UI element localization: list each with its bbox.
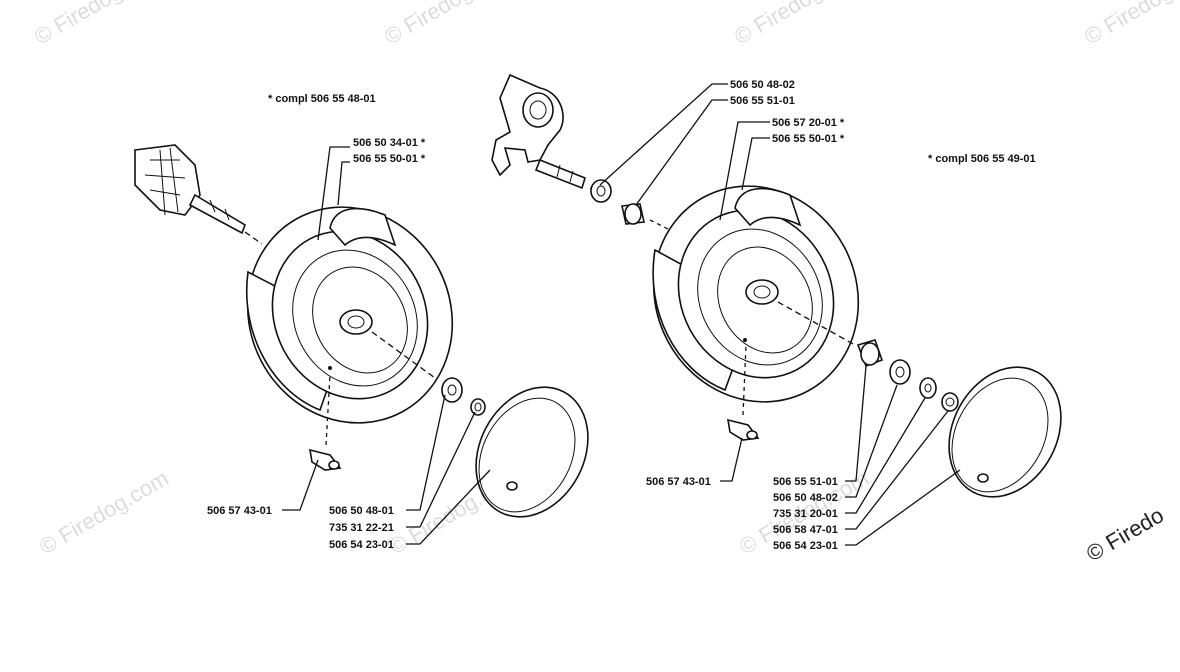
part-number-label: 506 57 43-01 [207,505,272,517]
part-number-label: 506 55 50-01 * [772,133,845,145]
right-assembly: 506 50 48-02 506 55 51-01 506 57 20-01 *… [491,73,1062,552]
watermark: © Firedog.com [1080,0,1180,49]
part-number-label: 735 31 20-01 [773,508,838,520]
part-number-label: 506 58 47-01 [773,524,838,536]
right-hub-cap [948,366,1062,498]
right-clip-part [727,344,760,441]
left-hub-cap [475,386,589,518]
left-axle-housing [134,144,263,245]
part-number-label: 506 55 51-01 [773,476,838,488]
part-number-label: 506 57 43-01 [646,476,711,488]
part-number-label: 506 54 23-01 [329,539,394,551]
watermark-corner: © Firedo [1082,502,1168,566]
watermark: © Firedog.com [380,0,518,49]
left-assembly: * compl 506 55 48-01 506 50 34-01 * 506 … [134,93,589,551]
right-hub-parts [856,339,959,412]
part-number-label: 506 50 48-01 [329,505,394,517]
watermark: © Firedog.com [730,0,868,49]
part-number-label: 506 50 34-01 * [353,137,426,149]
left-wheel-tire [246,206,454,424]
right-leader-lines [599,83,961,546]
left-clip-part [309,374,342,471]
part-number-label: 506 50 48-02 [773,492,838,504]
part-number-label: 506 55 51-01 [730,95,795,107]
compl-note-right: * compl 506 55 49-01 [928,153,1036,165]
right-wheel-tire [652,185,860,403]
left-leader-lines [282,146,491,545]
compl-note-left: * compl 506 55 48-01 [268,93,376,105]
right-axle-bracket [491,73,671,231]
part-number-label: 735 31 22-21 [329,522,394,534]
left-hub-washers [441,377,486,416]
part-number-label: 506 50 48-02 [730,79,795,91]
watermark: © Firedog.com [30,0,168,49]
watermark: © Firedog.com [35,465,173,559]
part-number-label: 506 54 23-01 [773,540,838,552]
part-number-label: 506 57 20-01 * [772,117,845,129]
part-number-label: 506 55 50-01 * [353,153,426,165]
